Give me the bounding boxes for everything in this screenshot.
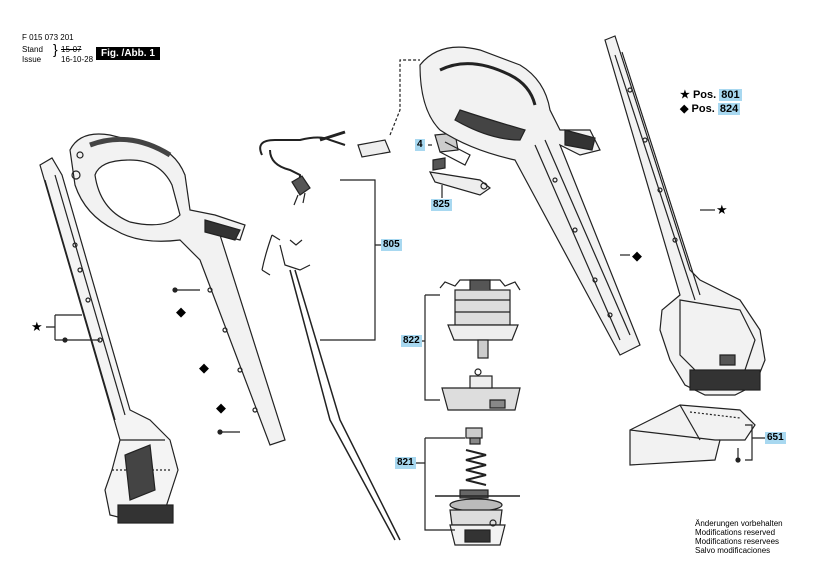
guard [629, 404, 756, 466]
right-handle-housing [419, 46, 641, 356]
wire-harness [261, 234, 401, 541]
motor [439, 279, 521, 359]
left-handle-housing [69, 133, 286, 446]
left-star-bracket [46, 314, 82, 341]
legend-star-value: 801 [719, 89, 742, 101]
star-symbol-2: ★ [716, 202, 728, 217]
issue-label: Issue [22, 55, 42, 64]
legend-diamond: ◆ Pos. 824 [680, 102, 741, 116]
bracket-805 [320, 179, 382, 341]
note-fr: Modifications reservees [695, 537, 780, 546]
legend-diamond-symbol: ◆ [680, 103, 689, 115]
note-es: Salvo modificaciones [695, 546, 771, 555]
diamond-symbol-2: ◆ [199, 360, 209, 375]
legend-diamond-value: 824 [717, 103, 741, 115]
star-symbol-1: ★ [31, 319, 43, 334]
legend-diamond-label: Pos. [691, 103, 715, 115]
legend-star-label: Pos. [692, 89, 717, 101]
bracket-822 [405, 294, 440, 401]
callout-821: 821 [395, 457, 416, 469]
figure-label: Fig. /Abb. 1 [96, 47, 160, 60]
callout-805: 805 [381, 239, 402, 251]
modification-notes: Änderungen vorbehalten Modifications res… [695, 519, 783, 555]
spool-assembly [435, 427, 520, 546]
right-housing-shell [604, 35, 766, 396]
left-housing-shell [39, 157, 179, 524]
callout-4: 4 [415, 139, 425, 151]
brace: } [53, 41, 58, 57]
part-number: F 015 073 201 [22, 33, 74, 42]
note-en: Modifications reserved [695, 528, 776, 537]
callout-825: 825 [431, 199, 452, 211]
stand-label: Stand [22, 45, 43, 54]
diamond-symbol-3: ◆ [216, 400, 226, 415]
legend-star-symbol: ★ [680, 89, 690, 101]
callout-822: 822 [401, 335, 422, 347]
motor-mount [441, 368, 521, 411]
power-cord [259, 130, 346, 206]
legend-star: ★ Pos. 801 [680, 88, 742, 102]
diamond-symbol-4: ◆ [632, 248, 642, 263]
old-date: 15-07 [61, 45, 82, 54]
diamond-symbol-1: ◆ [176, 304, 186, 319]
new-date: 16-10-28 [61, 55, 94, 64]
note-de: Änderungen vorbehalten [695, 519, 783, 528]
callout-651: 651 [765, 432, 786, 444]
bracket-651 [745, 424, 765, 461]
switch-parts [428, 132, 492, 196]
cable-sleeve [357, 139, 391, 158]
dashed-link [389, 59, 420, 136]
